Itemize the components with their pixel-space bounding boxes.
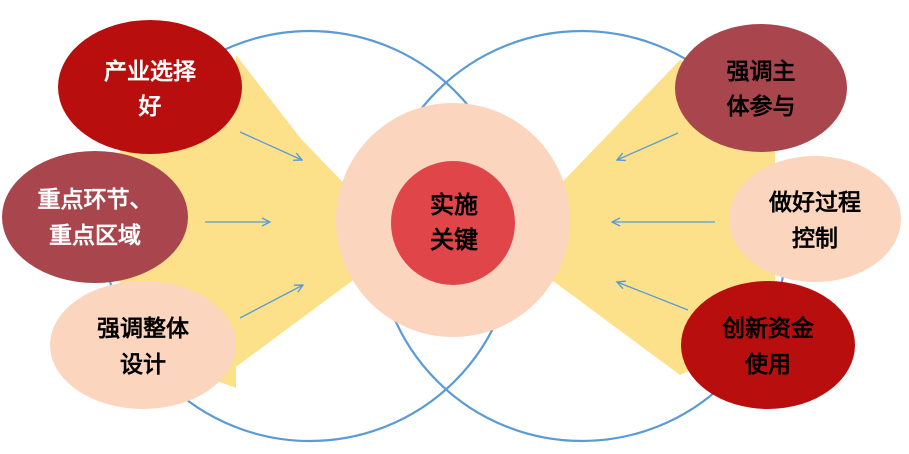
right-node-3-line2: 使用 bbox=[744, 352, 791, 378]
left-node-1-line2: 好 bbox=[138, 94, 162, 120]
right-node-3-ellipse bbox=[681, 281, 855, 409]
left-node-3-line2: 设计 bbox=[120, 352, 166, 378]
right-node-2-line2: 控制 bbox=[792, 225, 838, 252]
left-node-2: 重点环节、 重点区域 bbox=[2, 151, 188, 283]
right-node-2-line1: 做好过程 bbox=[768, 189, 861, 216]
right-node-2-ellipse bbox=[729, 156, 901, 282]
left-node-3-ellipse bbox=[50, 281, 236, 409]
right-node-1-line1: 强调主 bbox=[727, 59, 796, 85]
arrow-right-top bbox=[617, 132, 679, 160]
arrow-left-top bbox=[239, 131, 302, 160]
left-node-2-line1: 重点环节、 bbox=[38, 187, 153, 213]
right-node-2: 做好过程 控制 bbox=[729, 156, 901, 282]
center-inner-circle bbox=[391, 161, 515, 285]
right-node-3: 创新资金 使用 bbox=[681, 281, 855, 409]
left-node-1-line1: 产业选择 bbox=[104, 58, 197, 85]
left-node-3-line1: 强调整体 bbox=[97, 315, 190, 342]
center-label-line1: 实施 bbox=[430, 191, 478, 219]
left-node-1: 产业选择 好 bbox=[58, 20, 242, 154]
left-node-2-line2: 重点区域 bbox=[49, 222, 141, 249]
right-node-1-line2: 体参与 bbox=[727, 93, 796, 120]
center-label-line2: 关键 bbox=[430, 226, 478, 254]
left-node-3: 强调整体 设计 bbox=[50, 281, 236, 409]
right-node-1-ellipse bbox=[675, 24, 847, 152]
arrow-left-bottom bbox=[239, 285, 303, 319]
left-node-2-ellipse bbox=[2, 151, 188, 283]
left-node-1-ellipse bbox=[58, 20, 242, 154]
arrow-right-bottom bbox=[617, 282, 689, 311]
right-node-1: 强调主 体参与 bbox=[675, 24, 847, 152]
right-node-3-line1: 创新资金 bbox=[721, 315, 815, 342]
